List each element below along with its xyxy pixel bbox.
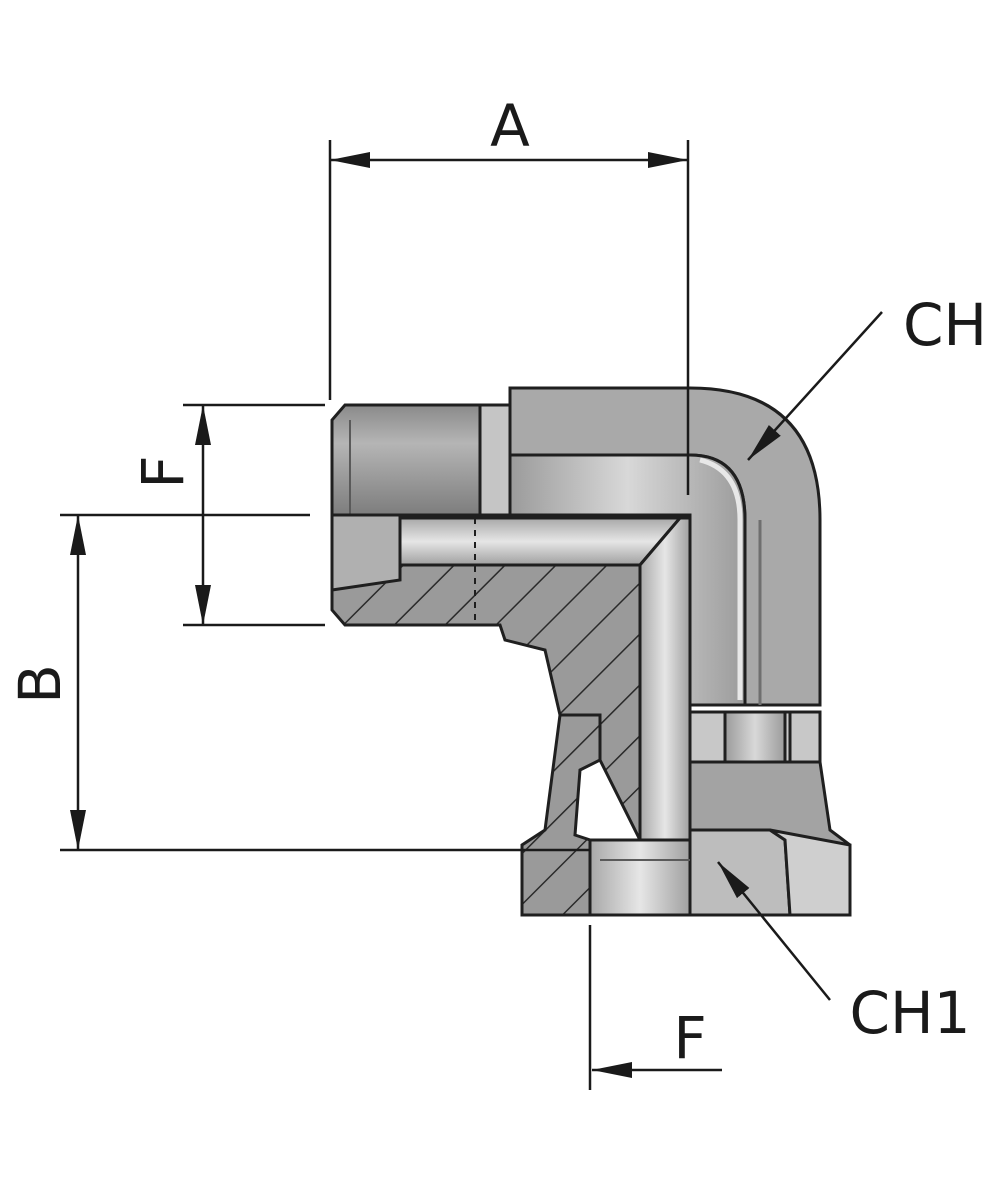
dimension-f-horizontal-label: F	[673, 1004, 706, 1072]
male-end	[330, 403, 512, 517]
dimension-f-vertical-label: F	[129, 455, 197, 488]
dimension-lines	[60, 140, 883, 1090]
swivel-nut	[520, 710, 852, 917]
dimension-b-label: B	[6, 664, 74, 704]
section-hatch	[330, 513, 692, 842]
dimension-a-label: A	[490, 92, 530, 160]
ch1-label: CH1	[849, 979, 970, 1047]
ch-label: CH	[903, 291, 987, 359]
